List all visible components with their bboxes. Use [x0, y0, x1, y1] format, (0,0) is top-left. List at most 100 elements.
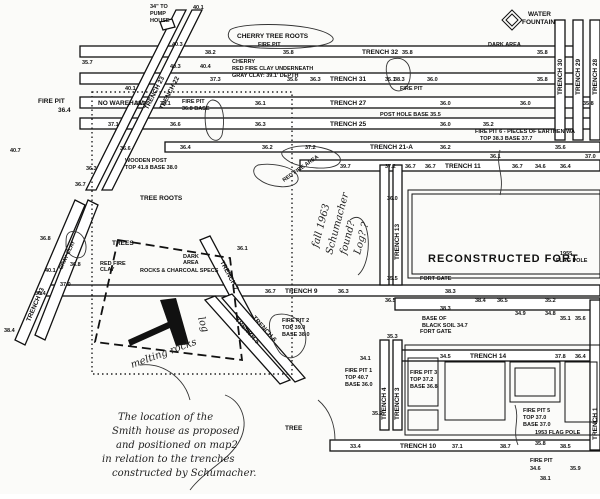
fire-pit-6-label: FIRE PIT 6 - PIECES OF EARTHEN WA — [475, 129, 575, 135]
elev: 37.2 — [385, 164, 396, 170]
red-fire-clay-label: RED FIRE CLAY UNDERNEATH — [232, 66, 313, 72]
log-marker — [160, 298, 189, 346]
elev: 35.9 — [570, 466, 581, 472]
elev: 33.4 — [350, 444, 362, 450]
elev: 35.8 — [283, 50, 294, 56]
elev: 36.7 — [75, 182, 86, 188]
elevation-values: 40.1 40.3 38.2 35.8 35.8 35.8 40.3 40.4 … — [4, 5, 596, 482]
elev: 36.5 — [497, 298, 508, 304]
elev: 37.0 — [585, 154, 596, 160]
elev: 36.8 — [40, 236, 51, 242]
elev: 36.2 — [262, 145, 273, 151]
red-fire-clay-left-label-2: CLAY — [100, 267, 115, 273]
trench-27-band — [79, 96, 600, 109]
trench-10-label: TRENCH 10 — [400, 443, 437, 450]
elev: 40.7 — [10, 148, 21, 154]
trench-labels: TRENCH 32 TRENCH 31 TRENCH 27 TRENCH 25 … — [25, 49, 599, 450]
elev: 35.7 — [82, 60, 93, 66]
elev: 35.6 — [287, 77, 298, 83]
elev: 37.1 — [108, 122, 119, 128]
year-1955-label: 1955 — [560, 251, 572, 257]
elev: 36.5 — [385, 298, 396, 304]
fire-pit-1-label: FIRE PIT 1 — [345, 368, 372, 374]
trench-8-band — [394, 297, 600, 311]
fort-gate-1-label: FORT GATE — [420, 276, 452, 282]
caption: The location of the Smith house as propo… — [102, 412, 256, 479]
trench-9-label: TRENCH 9 — [285, 288, 318, 295]
fire-pit-3-top: TOP 37.2 — [410, 377, 433, 383]
fort-room-5 — [407, 409, 439, 431]
wooden-post-label: WOODEN POST — [125, 158, 168, 164]
trench-14-label: TRENCH 14 — [470, 353, 507, 360]
trench-10-band — [329, 439, 600, 452]
elev: 35.8 — [583, 101, 594, 107]
elev: 36.2 — [440, 145, 451, 151]
caption-line-5: constructed by Schumacher. — [112, 468, 256, 479]
flag-pole-1-label: FLAG POLE — [556, 258, 588, 264]
handdrawn-annotations — [65, 24, 519, 491]
water-fountain-line-2: FOUNTAIN — [522, 19, 555, 26]
elev: 38.5 — [560, 444, 571, 450]
elev: 38.7 — [500, 444, 511, 450]
post-hole-base-label: POST HOLE BASE 35.5 — [380, 112, 441, 118]
elev: 35.2 — [372, 411, 383, 417]
tree-bottom-label: TREE — [285, 425, 303, 432]
tree-roots-main-label: TREE ROOTS — [140, 195, 183, 202]
fort-room-2 — [509, 361, 561, 403]
elev: 35.3 — [387, 334, 398, 340]
red-fire-clay-left-label: RED FIRE — [100, 261, 126, 267]
trench-3-label: TRENCH 3 — [394, 387, 401, 420]
elev: 34.6 — [530, 466, 541, 472]
base-black-soil-label-2: BLACK SOIL 34.7 — [422, 323, 468, 329]
trench-3-band — [392, 339, 403, 431]
elev: 35.8 — [535, 441, 546, 447]
trench-bands-diagonal — [14, 9, 307, 385]
pump-house-label-2: PUMP — [150, 11, 166, 17]
elev: 36.3 — [338, 289, 349, 295]
elev: 35.1 — [560, 316, 571, 322]
trench-bands-vertical — [379, 19, 600, 451]
fort-gate-2-label: FORT GATE — [420, 329, 452, 335]
elev: 36.3 — [86, 166, 97, 172]
trench-13b-band — [392, 164, 403, 286]
elev: 40.3 — [172, 42, 183, 48]
fire-pit-left-label: FIRE PIT — [38, 98, 65, 105]
elev: 38.4 — [475, 298, 487, 304]
elev: 36.0 — [387, 196, 398, 202]
caption-arrow — [139, 364, 191, 401]
elev: 38.2 — [205, 50, 216, 56]
elev: 36.8 — [70, 262, 81, 268]
caption-line-1: The location of the — [118, 412, 213, 423]
fort-room-1 — [444, 361, 506, 421]
trench-28-label: TRENCH 28 — [592, 58, 599, 95]
elev: 40.4 — [200, 64, 212, 70]
elev: 38.3 — [394, 77, 405, 83]
elev: 40.1 — [125, 86, 136, 92]
dark-area-left-label: DARK — [183, 254, 199, 260]
elev: 36.1 — [490, 154, 501, 160]
gray-clay-circle — [65, 230, 87, 259]
melting-rocks-marker — [128, 322, 170, 346]
proposed-house-outline — [93, 238, 244, 362]
fire-pit-1-top: TOP 40.7 — [345, 375, 368, 381]
fire-pit-mid-label: FIRE PIT — [400, 86, 423, 92]
caption-line-3: and positioned on map2 — [116, 440, 238, 451]
elev: 36.0 — [440, 122, 451, 128]
trench-28-band — [589, 19, 600, 141]
elev: 36.0 — [520, 101, 531, 107]
trench-33b-band — [34, 199, 99, 341]
fire-pit-bottom-label: FIRE PIT — [530, 458, 553, 464]
trench-33-band — [14, 199, 86, 346]
fire-pit-circle — [385, 58, 411, 92]
fire-pit-5-top: TOP 37.0 — [523, 415, 546, 421]
fire-pit-top-label: FIRE PIT — [258, 42, 281, 48]
elev: 36.3 — [255, 122, 266, 128]
rocks-charcoal-label: ROCKS & CHARCOAL SPECS — [140, 268, 219, 274]
study-area-outline — [91, 91, 293, 375]
fountain-diamond-inner — [505, 13, 519, 27]
fire-pit-368-circle — [204, 99, 224, 141]
trench-5-band — [203, 295, 292, 385]
elev: 35.2 — [545, 298, 556, 304]
